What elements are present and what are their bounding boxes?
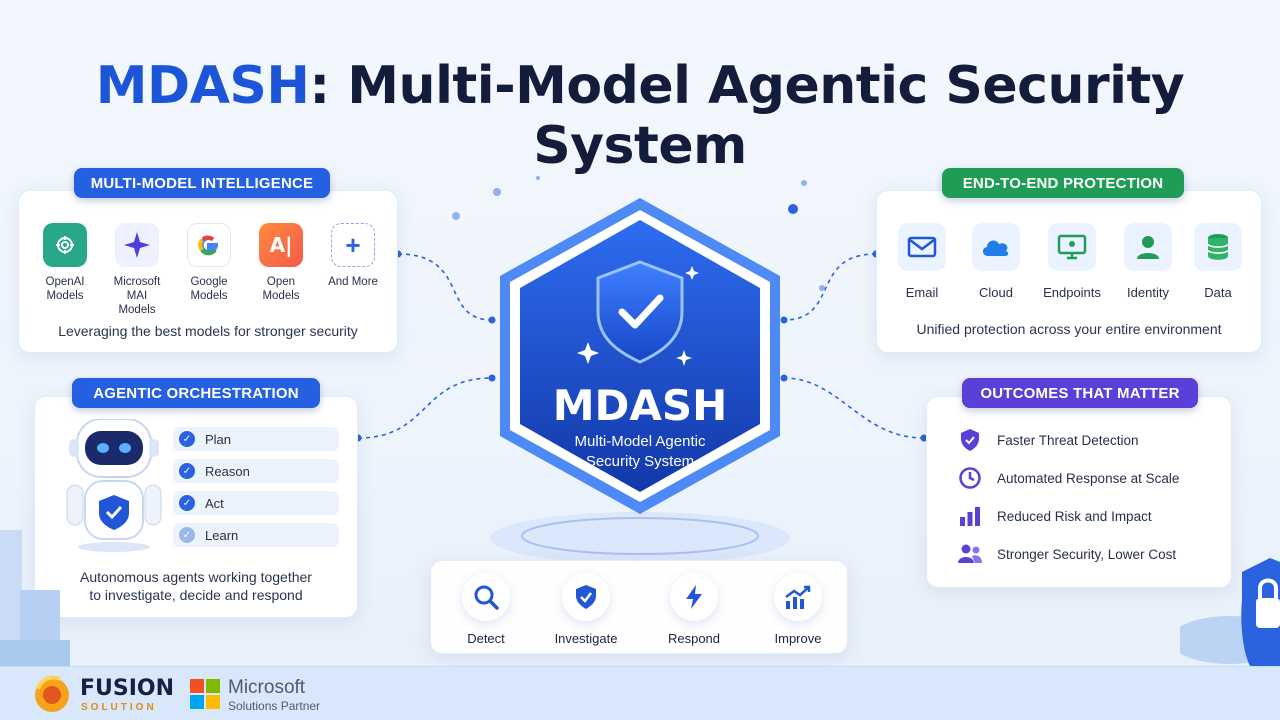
multi-model-heading: MULTI-MODEL INTELLIGENCE: [74, 168, 330, 198]
prot-data[interactable]: Data: [1183, 223, 1253, 300]
step-learn[interactable]: ✓Learn: [173, 523, 339, 547]
users-icon: [957, 541, 983, 567]
page-title: MDASH: Multi-Model Agentic Security Syst…: [0, 56, 1280, 176]
fusion-name: FUSION: [80, 676, 175, 701]
cycle-panel: Detect Investigate Respond Improve: [430, 560, 848, 654]
model-open[interactable]: A| Open Models: [251, 223, 311, 303]
model-label: OpenAI Models: [45, 276, 85, 302]
model-label: Microsoft MAI Models: [113, 276, 161, 316]
model-google[interactable]: Google Models: [179, 223, 239, 303]
title-rest: : Multi-Model Agentic Security System: [309, 56, 1185, 176]
protection-caption: Unified protection across your entire en…: [916, 321, 1222, 337]
model-label: Open Models: [262, 276, 300, 302]
protection-panel: Email Cloud Endpoints Identity Data Unif…: [876, 190, 1262, 353]
cycle-improve[interactable]: Improve: [753, 573, 843, 646]
mdash-emblem: MDASH Multi-Model Agentic Security Syste…: [490, 198, 790, 564]
monitor-icon: [1048, 223, 1096, 271]
bar-chart-icon: [957, 503, 983, 529]
lightning-icon: [670, 573, 718, 621]
google-icon: [187, 223, 231, 267]
orchestration-caption-1: Autonomous agents working together: [80, 569, 312, 585]
multi-model-caption: Leveraging the best models for stronger …: [58, 323, 358, 339]
footer-bar: FUSION SOLUTION Microsoft Solutions Part…: [0, 666, 1280, 720]
step-plan[interactable]: ✓Plan: [173, 427, 339, 451]
check-icon: ✓: [179, 431, 195, 447]
model-label: And More: [328, 276, 378, 288]
clock-icon: [957, 465, 983, 491]
emblem-subtitle-2: Security System: [586, 453, 694, 470]
fusion-logo-icon: [35, 675, 69, 712]
cycle-investigate[interactable]: Investigate: [541, 573, 631, 646]
openai-icon: [43, 223, 87, 267]
check-icon: ✓: [179, 527, 195, 543]
model-label: Google Models: [190, 276, 228, 302]
microsoft-logo-icon: [190, 679, 220, 709]
model-microsoft[interactable]: Microsoft MAI Models: [107, 223, 167, 317]
outcomes-panel: Faster Threat Detection Automated Respon…: [926, 396, 1232, 588]
sparkle-icon: [115, 223, 159, 267]
orchestration-panel: ✓Plan ✓Reason ✓Act ✓Learn Autonomous age…: [34, 396, 358, 618]
step-act[interactable]: ✓Act: [173, 491, 339, 515]
prot-email[interactable]: Email: [887, 223, 957, 300]
microsoft-name: Microsoft: [228, 677, 306, 698]
prot-endpoints[interactable]: Endpoints: [1037, 223, 1107, 300]
cloud-icon: [972, 223, 1020, 271]
fusion-sub: SOLUTION: [81, 702, 157, 713]
protection-heading: END-TO-END PROTECTION: [942, 168, 1184, 198]
outcomes-heading: OUTCOMES THAT MATTER: [962, 378, 1198, 408]
cycle-detect[interactable]: Detect: [441, 573, 531, 646]
model-openai[interactable]: OpenAI Models: [35, 223, 95, 303]
emblem-title: MDASH: [553, 381, 728, 430]
robot-illustration: [66, 419, 162, 552]
prot-cloud[interactable]: Cloud: [961, 223, 1031, 300]
plus-icon: +: [331, 223, 375, 267]
orchestration-heading: AGENTIC ORCHESTRATION: [72, 378, 320, 408]
prot-identity[interactable]: Identity: [1113, 223, 1183, 300]
multi-model-panel: OpenAI Models Microsoft MAI Models Googl…: [18, 190, 398, 353]
identity-icon: [1124, 223, 1172, 271]
mail-icon: [898, 223, 946, 271]
shield-check-icon: [957, 427, 983, 453]
decorative-skyline: [0, 530, 70, 666]
database-icon: [1194, 223, 1242, 271]
trend-up-icon: [774, 573, 822, 621]
orchestration-caption-2: to investigate, decide and respond: [89, 587, 303, 603]
ai-icon: A|: [259, 223, 303, 267]
model-more[interactable]: + And More: [323, 223, 383, 289]
outcome-item: Faster Threat Detection: [957, 427, 1139, 453]
shield-check-icon: [562, 573, 610, 621]
check-icon: ✓: [179, 463, 195, 479]
check-icon: ✓: [179, 495, 195, 511]
cycle-respond[interactable]: Respond: [649, 573, 739, 646]
outcome-item: Stronger Security, Lower Cost: [957, 541, 1176, 567]
outcome-item: Reduced Risk and Impact: [957, 503, 1152, 529]
microsoft-sub: Solutions Partner: [228, 699, 321, 713]
lock-icon: [1180, 558, 1280, 666]
step-reason[interactable]: ✓Reason: [173, 459, 339, 483]
title-accent: MDASH: [95, 56, 310, 116]
search-icon: [462, 573, 510, 621]
outcome-item: Automated Response at Scale: [957, 465, 1179, 491]
emblem-subtitle-1: Multi-Model Agentic: [575, 433, 706, 450]
